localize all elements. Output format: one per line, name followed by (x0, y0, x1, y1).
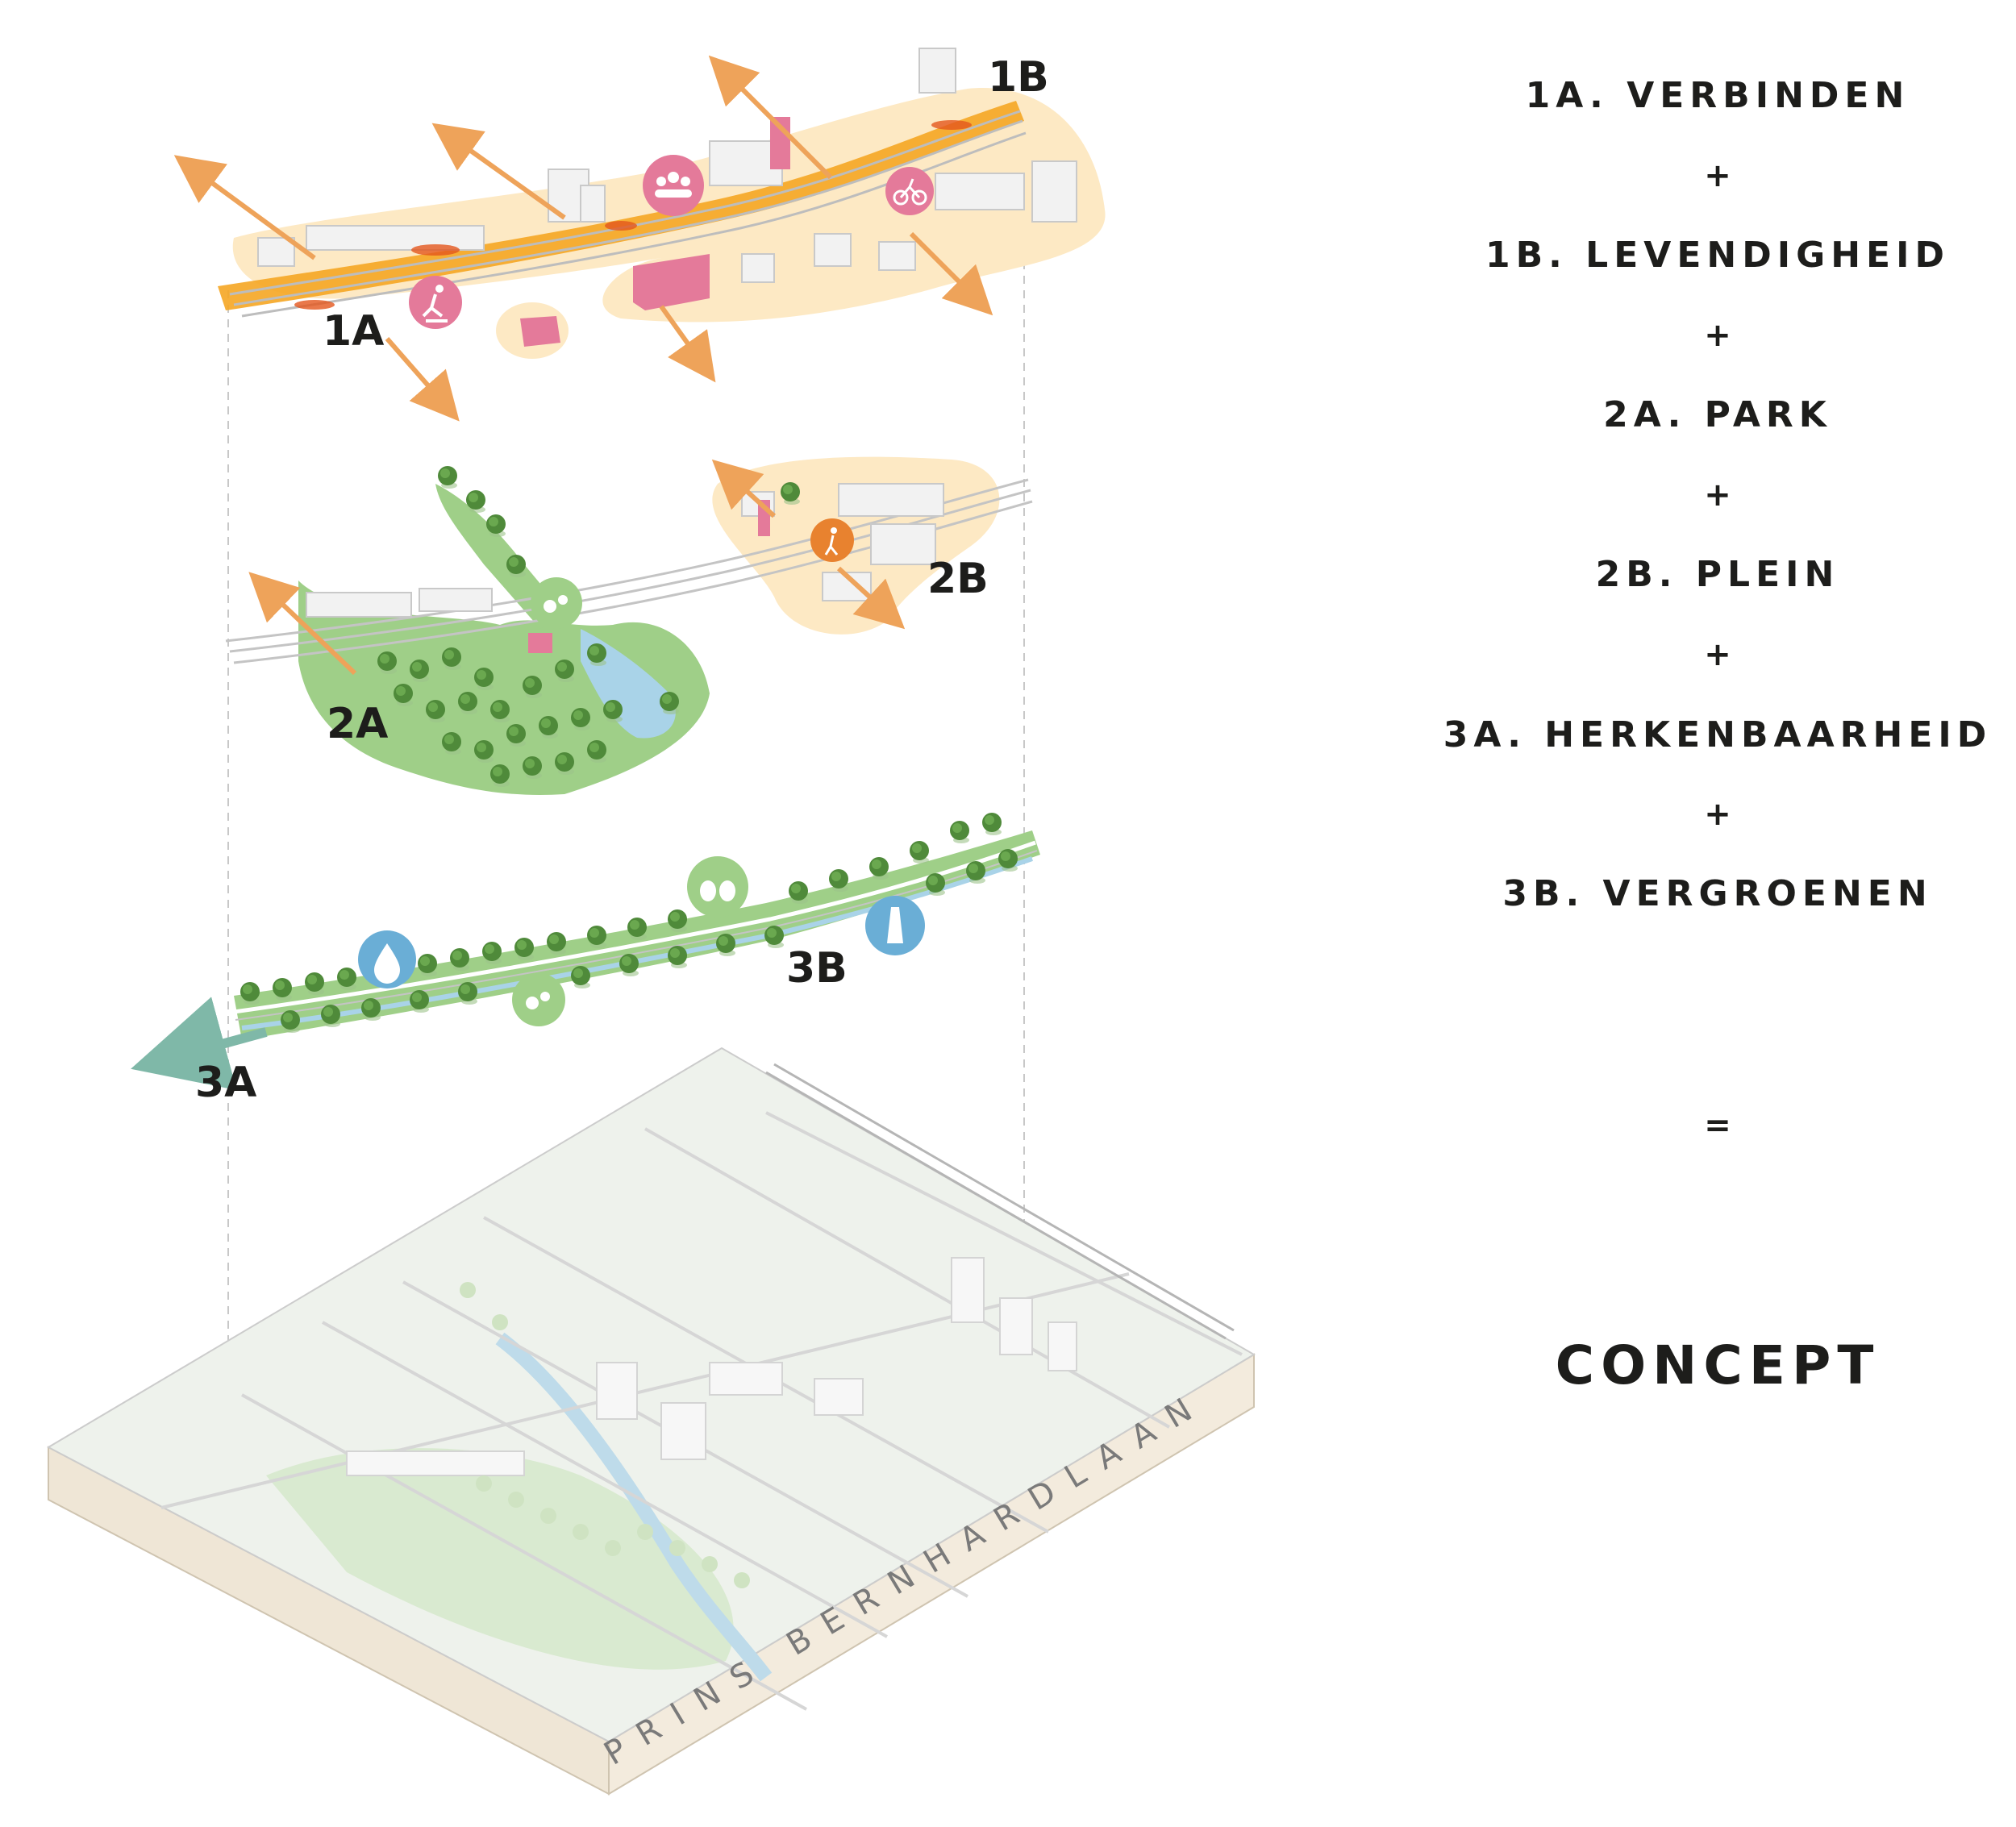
legend-equals: = (1704, 1107, 1731, 1144)
skater-icon (409, 276, 462, 329)
base-map: PRINS BERNHARDLAAN (46, 1047, 1256, 1796)
layer-label-3b: 3B (786, 944, 848, 993)
park-arrows (248, 459, 906, 676)
legend-plus-1: + (1704, 157, 1731, 194)
legend-item-2b: 2B. PLEIN (1595, 554, 1840, 595)
connection-arrows (173, 55, 993, 422)
guide-lines (227, 218, 1025, 1475)
layer-1: 1A 1B (173, 48, 1106, 422)
herkenbaarheid-arrow (131, 997, 268, 1091)
legend-plus-2: + (1704, 317, 1731, 354)
cyclist-icon (885, 167, 934, 215)
road-lanes (229, 110, 1027, 318)
layer-label-3a: 3A (195, 1059, 256, 1107)
layer-2: 2A 2B (225, 456, 1033, 795)
road-corridor (218, 101, 1024, 310)
layer-label-1a: 1A (323, 307, 384, 356)
map-canal (495, 1332, 773, 1682)
legend-item-3b: 3B. VERGROENEN (1502, 873, 1933, 914)
layer-label-1b: 1B (988, 53, 1049, 102)
pink-pavilion (528, 633, 552, 653)
concept-legend: 1A. VERBINDEN + 1B. LEVENDIGHEID + 2A. P… (1419, 0, 2016, 1827)
group-icon (643, 155, 704, 216)
park-area (298, 581, 710, 795)
legend-plus-5: + (1704, 796, 1731, 833)
legend-plus-4: + (1704, 636, 1731, 673)
legend-result: CONCEPT (1555, 1334, 1881, 1396)
layer-label-2b: 2B (927, 555, 989, 603)
map-rail (765, 1063, 1235, 1340)
legend-item-2a: 2A. PARK (1603, 394, 1832, 435)
map-park (266, 1448, 734, 1670)
trees-icon (687, 856, 748, 918)
road-icon (865, 896, 925, 955)
map-trees (460, 1282, 750, 1588)
bees-icon-3 (512, 973, 565, 1026)
pedestrian-icon (810, 518, 854, 562)
layer-label-2a: 2A (327, 700, 388, 748)
buildings-grey (257, 48, 1077, 283)
bees-icon (531, 577, 582, 629)
legend-item-3a: 3A. HERKENBAARHEID (1443, 714, 1993, 755)
water-drop-icon (358, 930, 416, 988)
park-corridor (435, 484, 564, 629)
layer-3: 3A 3B (131, 813, 1040, 1107)
legend-item-1b: 1B. LEVENDIGHEID (1485, 235, 1950, 276)
concept-exploded-axonometric: 1A 1B (46, 48, 1256, 1796)
legend-plus-3: + (1704, 477, 1731, 514)
road-3 (233, 840, 1036, 1014)
map-buildings (346, 1257, 1077, 1476)
activity-spots (294, 120, 972, 310)
legend-item-1a: 1A. VERBINDEN (1525, 75, 1910, 116)
buildings-pink (520, 117, 790, 347)
